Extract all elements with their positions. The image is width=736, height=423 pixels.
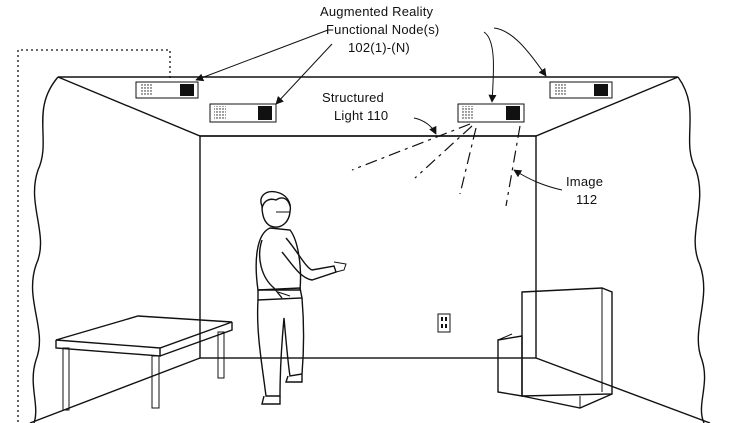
ar-node	[550, 82, 612, 98]
ar-nodes-label-line1: Augmented Reality	[320, 4, 434, 19]
structured-light-label-line2: Light 110	[334, 108, 388, 123]
ar-nodes-label-line3: 102(1)-(N)	[348, 40, 410, 55]
labels: Augmented Reality Functional Node(s) 102…	[320, 4, 603, 207]
image-label-line2: 112	[576, 192, 597, 207]
right-arm	[282, 238, 336, 280]
image-label-line1: Image	[566, 174, 603, 189]
back-wall	[200, 136, 536, 358]
leader-to-node-3	[484, 32, 494, 102]
person	[256, 192, 346, 404]
image-ray	[506, 126, 520, 206]
structured-light-label-line1: Structured	[322, 90, 384, 105]
right-wall-wavy-edge	[678, 77, 705, 423]
leader-to-node-1	[196, 30, 328, 80]
ar-node	[136, 82, 198, 98]
armchair	[498, 288, 612, 408]
ar-nodes-label-line2: Functional Node(s)	[326, 22, 439, 37]
table	[56, 316, 232, 410]
leader-to-node-4	[494, 28, 546, 76]
left-wall-wavy-edge	[33, 77, 58, 423]
head	[261, 192, 290, 227]
torso	[256, 228, 300, 290]
floor-right-edge	[536, 358, 710, 423]
structured-light-ray	[352, 124, 470, 170]
image-ray	[460, 128, 476, 194]
leader-to-image	[514, 170, 562, 190]
ar-node	[458, 104, 524, 122]
room	[18, 50, 710, 423]
leader-to-structured-light	[414, 118, 436, 134]
ar-node	[210, 104, 276, 122]
wall-outlet	[438, 314, 450, 332]
shoes	[262, 374, 302, 404]
floor-left-edge	[30, 358, 200, 423]
